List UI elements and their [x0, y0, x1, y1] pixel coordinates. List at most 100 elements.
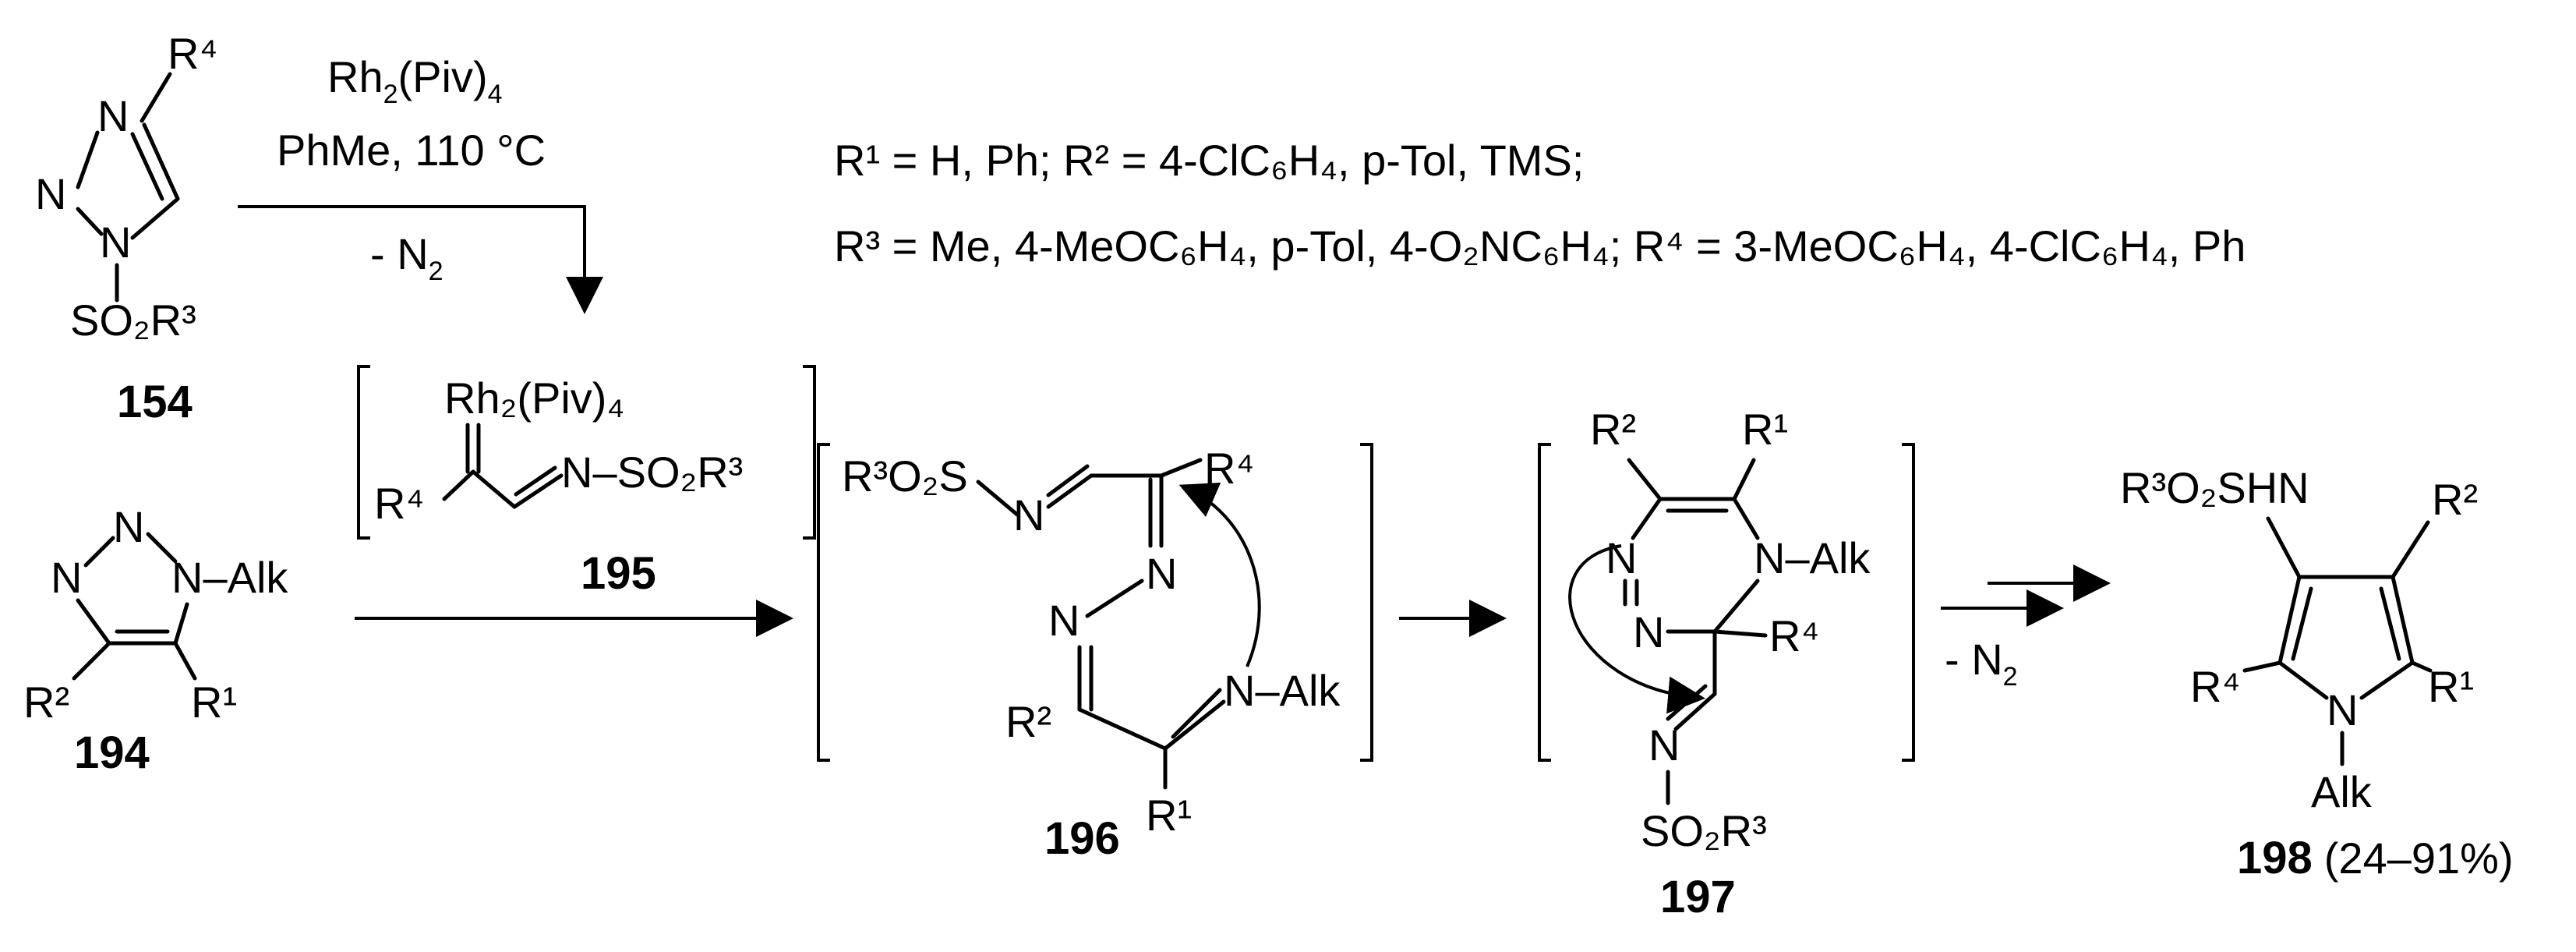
bond [76, 598, 111, 646]
bond [72, 641, 111, 681]
atom-r2: R² [23, 678, 69, 727]
label-154: 154 [117, 377, 193, 427]
bond [1712, 629, 1768, 638]
bond [76, 207, 104, 236]
bond [442, 469, 475, 501]
bond [173, 641, 197, 681]
substituent-line-1: R¹ = H, Ph; R² = 4-ClC₆H₄, p-Tol, TMS; [834, 136, 1584, 185]
atom-n-so2r3: N–SO₂R³ [561, 448, 743, 497]
atom-n-alk-197: N–Alk [1754, 533, 1871, 582]
atom-r4: R⁴ [1769, 611, 1820, 660]
bond [1732, 458, 1756, 501]
atom-r2: R² [1590, 405, 1636, 454]
bond [83, 536, 115, 568]
atom-n: N [1633, 607, 1664, 656]
label-195: 195 [581, 548, 656, 599]
bond [1046, 473, 1094, 509]
compound-194: N N N–Alk R² R¹ 194 [23, 502, 288, 778]
bond [2379, 586, 2401, 661]
electron-arrow [1568, 544, 1705, 714]
solvent-temp-label: PhMe, 110 °C [277, 126, 546, 175]
atom-n: N [100, 218, 131, 267]
atom-r4: R⁴ [168, 29, 218, 78]
electron-arrow [1178, 483, 1261, 667]
bond [2390, 575, 2415, 665]
bond [1163, 699, 1226, 751]
bracket-right [1902, 443, 1915, 762]
bond [1077, 707, 1168, 751]
atom-rh2piv4: Rh₂(Piv)₄ [444, 373, 624, 423]
bracket-left [1538, 443, 1551, 762]
atom-n: N [51, 553, 82, 602]
compound-196: R³O₂S N R⁴ N N R² N–Alk R¹ 196 [817, 443, 1373, 864]
bond [146, 532, 178, 564]
bond [2410, 660, 2433, 673]
bond [1631, 497, 1663, 540]
final-arrows: - N2 [1941, 564, 2111, 692]
bond [2291, 586, 2313, 661]
bond [140, 72, 172, 123]
atom-so2r3: SO₂R³ [1641, 806, 1767, 855]
bond [130, 132, 164, 201]
atom-r2: R² [2432, 475, 2478, 524]
atom-r1: R¹ [191, 678, 237, 727]
compound-197: R² R¹ N N–Alk N R⁴ N SO₂R³ 197 [1538, 405, 1915, 922]
compound-198: R³O₂SHN R² N R⁴ R¹ Alk 198(24–91%) [2120, 463, 2514, 883]
atom-so2r3: SO₂R³ [70, 296, 196, 345]
atom-n: N [1048, 596, 1080, 645]
conditions-arrow: Rh2(Piv)4 PhMe, 110 °C - N2 [238, 52, 603, 314]
bond [514, 465, 557, 497]
label-196: 196 [1044, 813, 1120, 864]
atom-n: N [97, 91, 129, 140]
bond [1712, 579, 1760, 634]
bond [1159, 458, 1203, 478]
bond [2359, 660, 2415, 700]
atom-r4: R⁴ [1204, 444, 1255, 493]
atom-n-alk-196: N–Alk [1224, 666, 1341, 715]
bracket-right [1360, 443, 1373, 762]
atom-n: N [113, 502, 144, 551]
bond [471, 469, 517, 509]
label-197: 197 [1660, 872, 1736, 922]
bond [2266, 516, 2302, 579]
bracket-left [357, 365, 370, 540]
bond [1171, 688, 1222, 739]
bond [2277, 575, 2302, 665]
bond [1732, 497, 1760, 540]
bracket-right [803, 365, 816, 540]
bracket-left [817, 443, 830, 762]
bond [2390, 520, 2430, 579]
bond [1627, 458, 1663, 501]
atom-n: N [1648, 720, 1680, 770]
label-198-line: 198(24–91%) [2237, 833, 2514, 883]
atom-n: N [2327, 685, 2358, 734]
substituent-line-2: R³ = Me, 4-MeOC₆H₄, p-Tol, 4-O₂NC₆H₄; R⁴… [834, 221, 2246, 271]
atom-n-alk: N–Alk [171, 553, 288, 602]
atom-n: N [1606, 533, 1637, 582]
bond [130, 196, 180, 240]
bond [1046, 464, 1090, 497]
label-194: 194 [74, 727, 150, 778]
catalyst-label: Rh2(Piv)4 [327, 52, 503, 109]
atom-r4: R⁴ [2190, 662, 2241, 711]
atom-r4: R⁴ [374, 479, 425, 528]
arrow-down [238, 205, 603, 314]
atom-r1: R¹ [1742, 405, 1788, 454]
bond [1666, 684, 1708, 721]
atom-n: N [1146, 549, 1177, 598]
substituent-definitions: R¹ = H, Ph; R² = 4-ClC₆H₄, p-Tol, TMS; R… [834, 136, 2246, 271]
atom-r1: R¹ [2428, 662, 2474, 711]
atom-r3o2s: R³O₂S [842, 451, 968, 501]
bond [2277, 660, 2329, 700]
bond [976, 480, 1019, 517]
bond [1085, 579, 1144, 618]
compound-154: N N N R⁴ SO₂R³ 154 [35, 29, 218, 427]
bond [512, 473, 564, 509]
bond [142, 122, 180, 201]
bond [76, 130, 100, 189]
atom-r2: R² [1005, 697, 1051, 746]
atom-n: N [35, 169, 66, 218]
atom-n: N [1013, 490, 1044, 540]
compound-195: Rh₂(Piv)₄ R⁴ N–SO₂R³ 195 [357, 365, 816, 599]
